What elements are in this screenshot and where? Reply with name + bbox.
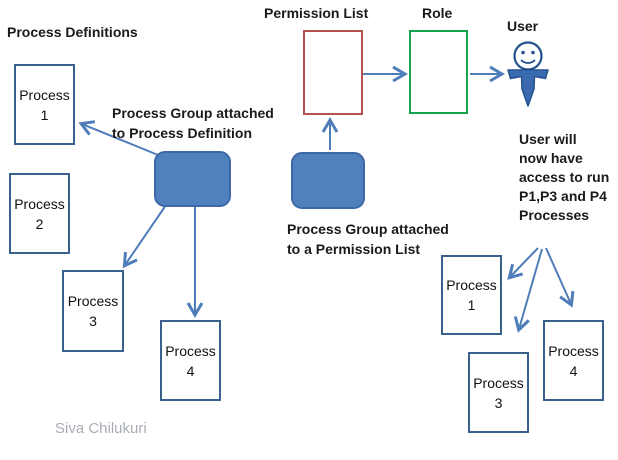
process-box-label: Process: [446, 277, 497, 293]
heading-user: User: [507, 18, 539, 34]
process-box-left-3: Process 3: [62, 270, 124, 352]
watermark-author: Siva Chilukuri: [55, 420, 147, 437]
process-box-number: 2: [35, 215, 44, 232]
process-box-number: 1: [467, 297, 476, 313]
process-box-left-4: Process 4: [160, 320, 221, 401]
arrow-user-to-process4: [545, 247, 575, 308]
annotation-group-permission-list: Process Group attached to a Permission L…: [287, 219, 449, 259]
annotation-line: to Process Definition: [112, 125, 253, 141]
annotation-group-process-def: Process Group attached to Process Defini…: [112, 103, 274, 143]
annotation-line: Processes: [519, 207, 590, 223]
annotation-line: to a Permission List: [287, 241, 421, 257]
arrow-user-to-process1: [507, 247, 539, 280]
process-box-right-4: Process 4: [543, 320, 604, 401]
annotation-line: now have: [519, 150, 583, 166]
user-icon: [507, 41, 549, 107]
arrow-group1-to-process3: [122, 204, 167, 269]
heading-process-definitions: Process Definitions: [7, 24, 138, 40]
annotation-user-access: User will now have access to run P1,P3 a…: [519, 130, 609, 225]
process-box-number: 1: [40, 106, 49, 123]
process-box-label: Process: [165, 342, 216, 359]
process-box-left-2: Process 2: [9, 173, 70, 254]
process-box-label: Process: [67, 293, 119, 309]
arrow-user-to-process3: [513, 248, 543, 333]
process-group-definition-shape: [154, 151, 231, 207]
annotation-line: User will: [519, 131, 577, 147]
process-box-number: 4: [186, 362, 195, 379]
process-box-right-3: Process 3: [468, 352, 529, 433]
process-box-right-1: Process 1: [441, 255, 502, 335]
process-box-label: Process: [473, 374, 524, 391]
annotation-line: Process Group attached: [112, 105, 274, 121]
permission-list-box: [303, 30, 363, 115]
process-box-number: 4: [569, 362, 578, 379]
arrow-group1-to-process1: [78, 120, 159, 156]
process-box-label: Process: [14, 195, 65, 212]
process-box-number: 3: [89, 313, 97, 329]
role-box: [409, 30, 468, 114]
annotation-line: Process Group attached: [287, 221, 449, 237]
process-box-label: Process: [548, 342, 599, 359]
process-box-left-1: Process 1: [14, 64, 75, 145]
annotation-line: P1,P3 and P4: [519, 188, 607, 204]
process-group-permission-shape: [291, 152, 365, 209]
heading-permission-list: Permission List: [264, 5, 369, 21]
process-box-number: 3: [494, 394, 503, 411]
process-box-label: Process: [19, 86, 70, 103]
annotation-line: access to run: [519, 169, 610, 185]
heading-role: Role: [422, 5, 453, 21]
